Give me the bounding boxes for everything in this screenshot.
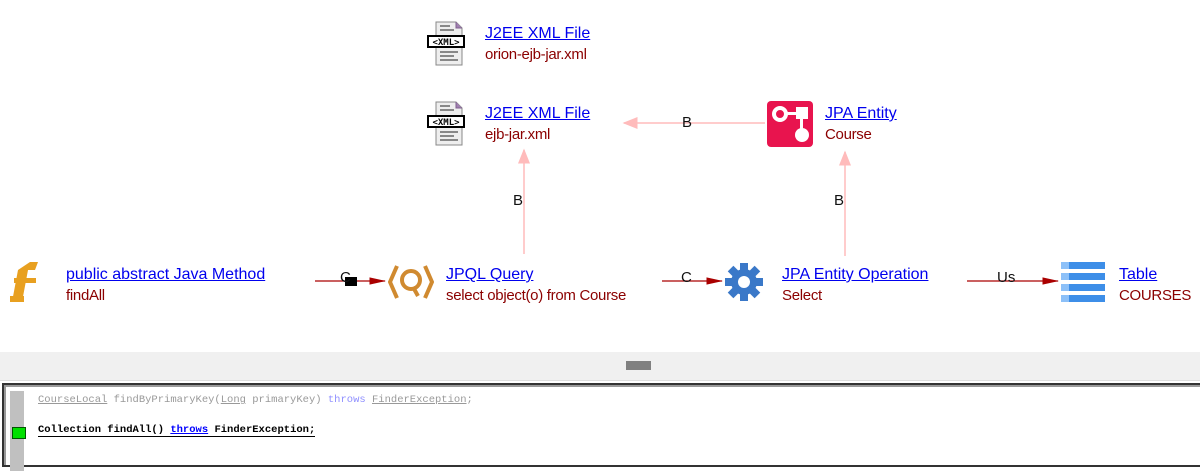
- code-line: CourseLocal findByPrimaryKey(Long primar…: [38, 394, 473, 406]
- panel-splitter[interactable]: [0, 352, 1200, 381]
- edges-layer: [315, 117, 1060, 286]
- edge-label: B: [513, 192, 524, 209]
- node-subtitle: select object(o) from Course: [446, 287, 627, 304]
- xml-file-icon: <XML>: [427, 21, 465, 66]
- query-icon: [388, 265, 434, 299]
- code-panel[interactable]: CourseLocal findByPrimaryKey(Long primar…: [2, 383, 1200, 471]
- svg-text:<XML>: <XML>: [432, 118, 460, 128]
- node-title-link[interactable]: J2EE XML File: [485, 105, 591, 122]
- node-subtitle: Select: [782, 287, 822, 304]
- node-title-link[interactable]: JPA Entity Operation: [782, 266, 929, 283]
- node-subtitle: COURSES: [1119, 287, 1192, 304]
- edge-label: C: [681, 269, 692, 286]
- edge-label: Us: [997, 269, 1016, 286]
- node-title-link[interactable]: public abstract Java Method: [66, 266, 266, 283]
- node-subtitle: orion-ejb-jar.xml: [485, 46, 587, 63]
- node-title-link[interactable]: JPA Entity: [825, 105, 897, 122]
- svg-text:<XML>: <XML>: [432, 38, 460, 48]
- jpa-entity-icon: [767, 101, 813, 147]
- function-icon: [10, 262, 38, 302]
- node-title-link[interactable]: J2EE XML File: [485, 25, 591, 42]
- edge-label: B: [682, 114, 693, 131]
- edge-label: C: [340, 269, 351, 286]
- node-subtitle: ejb-jar.xml: [485, 126, 551, 143]
- code-line-highlighted: Collection findAll() throws FinderExcept…: [38, 424, 316, 437]
- current-line-marker: [12, 427, 26, 439]
- node-title-link[interactable]: JPQL Query: [446, 266, 534, 283]
- table-icon: [1061, 262, 1105, 302]
- gear-icon: [725, 263, 763, 301]
- node-subtitle: findAll: [66, 287, 105, 304]
- node-subtitle: Course: [825, 126, 872, 143]
- node-title-link[interactable]: Table: [1119, 266, 1158, 283]
- xml-file-icon: <XML>: [427, 101, 465, 146]
- edge-label: B: [834, 192, 845, 209]
- splitter-handle[interactable]: [626, 361, 651, 370]
- edge-handle: [345, 277, 357, 286]
